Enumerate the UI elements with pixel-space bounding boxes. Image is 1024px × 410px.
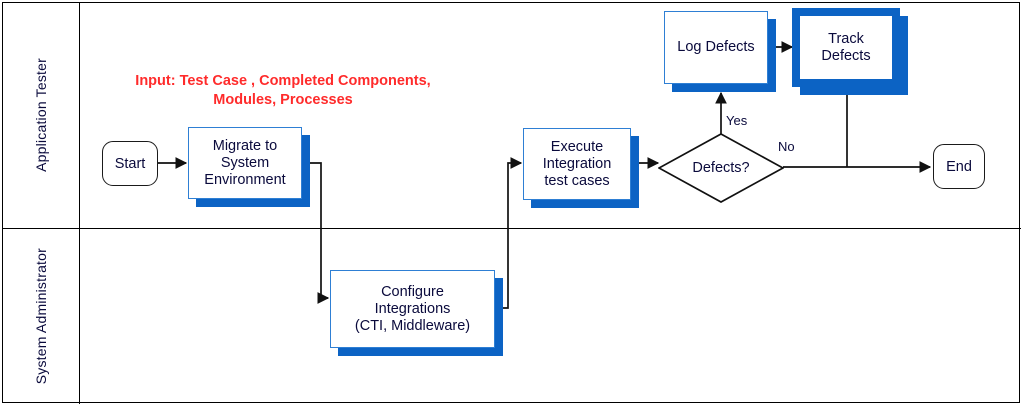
node-end[interactable]: End bbox=[933, 144, 985, 189]
node-start-label: Start bbox=[114, 155, 146, 172]
lane-label-system-administrator: System Administrator bbox=[2, 229, 79, 403]
lane-label-application-tester-text: Application Tester bbox=[32, 58, 49, 172]
node-execute-integration[interactable]: Execute Integration test cases bbox=[523, 128, 639, 208]
decision-diamond-shape bbox=[658, 133, 784, 203]
node-configure-integrations-label: Configure Integrations (CTI, Middleware) bbox=[354, 283, 471, 334]
node-defects-decision[interactable]: Defects? bbox=[658, 133, 784, 203]
node-log-defects-label: Log Defects bbox=[677, 39, 755, 55]
input-note: Input: Test Case , Completed Components,… bbox=[135, 73, 431, 108]
node-end-label: End bbox=[946, 158, 972, 175]
node-migrate-to-system[interactable]: Migrate to System Environment bbox=[188, 127, 310, 207]
node-defects-decision-label: Defects? bbox=[692, 160, 750, 176]
node-configure-integrations[interactable]: Configure Integrations (CTI, Middleware) bbox=[330, 270, 503, 356]
node-configure-integrations-box[interactable]: Configure Integrations (CTI, Middleware) bbox=[330, 270, 495, 348]
lane-label-system-administrator-text: System Administrator bbox=[32, 247, 49, 385]
edge-label-no: No bbox=[778, 139, 795, 154]
node-track-defects-label: Track Defects bbox=[821, 30, 871, 64]
node-start[interactable]: Start bbox=[102, 141, 158, 186]
edge-label-yes: Yes bbox=[726, 113, 748, 128]
node-log-defects[interactable]: Log Defects bbox=[664, 11, 776, 92]
node-execute-integration-box[interactable]: Execute Integration test cases bbox=[523, 128, 631, 200]
lane-label-application-tester: Application Tester bbox=[2, 2, 79, 228]
lane-divider-horizontal bbox=[2, 228, 1021, 229]
lane-divider-vertical bbox=[79, 2, 80, 404]
node-execute-integration-label: Execute Integration test cases bbox=[542, 138, 612, 189]
node-migrate-to-system-box[interactable]: Migrate to System Environment bbox=[188, 127, 302, 199]
node-log-defects-box[interactable]: Log Defects bbox=[664, 11, 768, 84]
node-track-defects[interactable]: Track Defects bbox=[792, 8, 908, 95]
node-track-defects-box[interactable]: Track Defects bbox=[792, 8, 900, 87]
node-migrate-to-system-label: Migrate to System Environment bbox=[204, 137, 286, 188]
